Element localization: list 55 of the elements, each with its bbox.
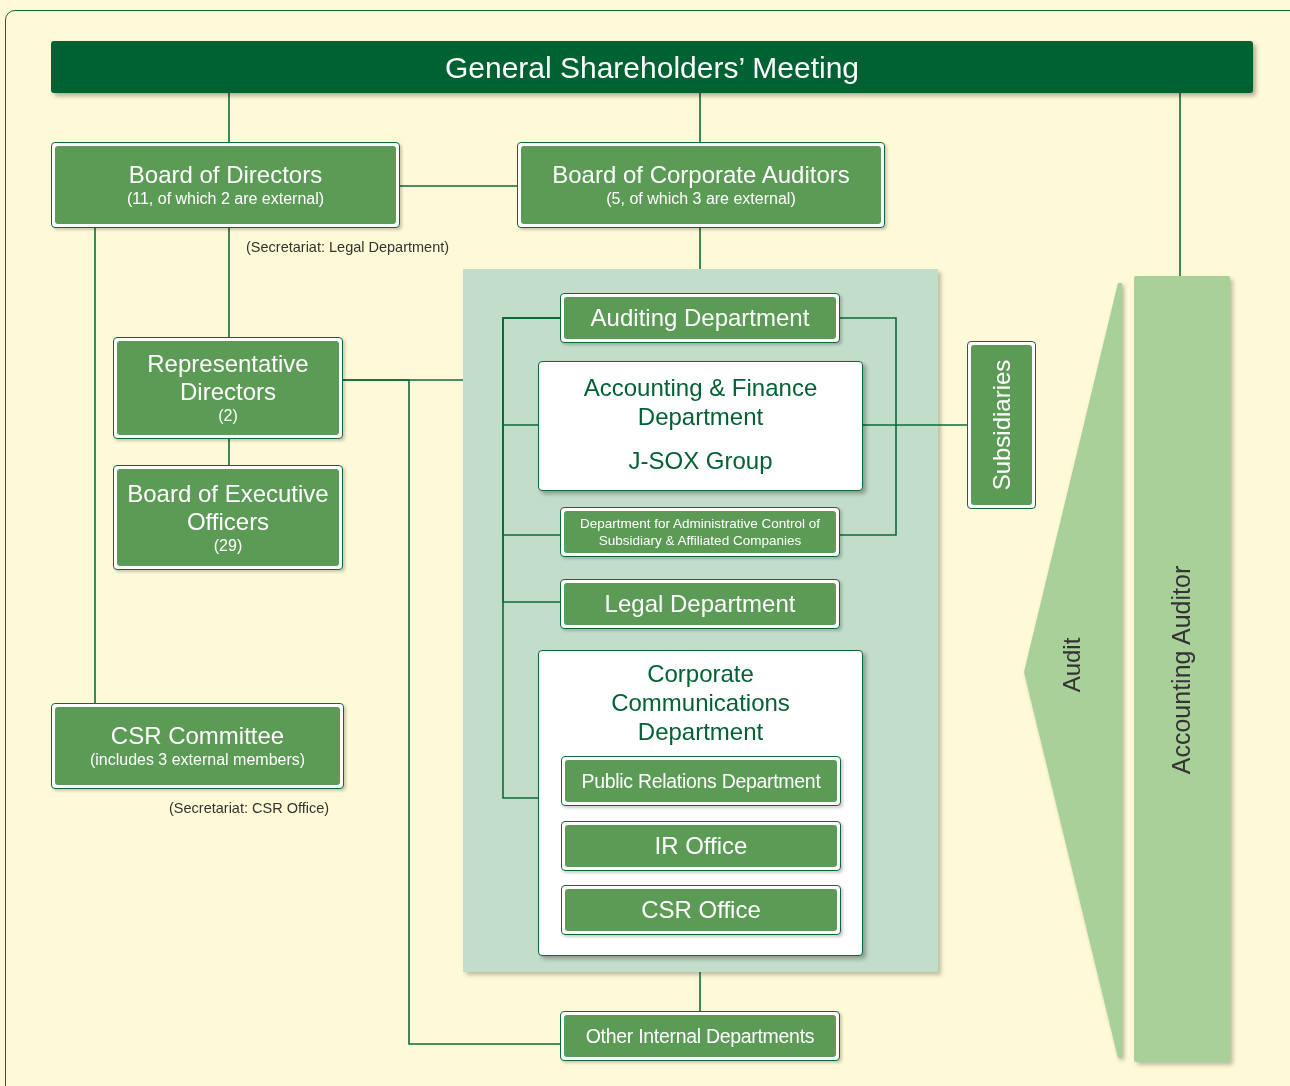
box-title: IR Office (654, 831, 748, 861)
org-box (561, 821, 841, 871)
connector-line (94, 227, 96, 704)
secretariat-note: (Secretariat: Legal Department) (246, 238, 450, 257)
org-box (517, 142, 885, 228)
org-box (560, 1011, 840, 1061)
box-title: General Shareholders’ Meeting (444, 49, 860, 86)
connector-line (342, 379, 561, 1045)
org-box (561, 756, 841, 806)
box-subtitle: (29) (213, 535, 243, 556)
box-title: Corporate Communications Department (610, 659, 791, 746)
connector-line (228, 227, 230, 338)
org-box (113, 337, 343, 439)
box-subtitle: (2) (218, 406, 238, 426)
connector-line (699, 971, 701, 1012)
connector-line (228, 92, 230, 143)
org-box (113, 465, 343, 570)
org-box (967, 341, 1036, 509)
box-subtitle: J-SOX Group (628, 446, 773, 476)
connector-line (399, 185, 518, 187)
box-title: Legal Department (604, 589, 796, 619)
box-subtitle: (5, of which 3 are external) (606, 189, 796, 209)
connector-line (699, 92, 701, 143)
audit-arrow (1024, 283, 1122, 1058)
org-box (560, 293, 840, 343)
org-box (560, 507, 840, 557)
box-title: Board of Corporate Auditors (552, 161, 850, 189)
auditor-bar (1134, 276, 1230, 1062)
secretariat-note: (Secretariat: CSR Office) (169, 799, 330, 818)
box-title: Subsidiaries (986, 359, 1016, 491)
org-box (560, 579, 840, 629)
box-title: Board of Directors (128, 161, 323, 189)
box-subtitle: (includes 3 external members) (89, 750, 306, 770)
connector-line (699, 227, 701, 270)
header-bar (51, 41, 1253, 93)
box-title: Other Internal Departments (585, 1023, 815, 1049)
box-title: CSR Committee (110, 722, 285, 750)
connector-line (862, 424, 968, 426)
box-title: Department for Administrative Control of Subsidiary & Affiliated Companies (578, 515, 822, 549)
box-title: Public Relations Department (581, 768, 821, 794)
org-box (538, 361, 863, 491)
department-panel (463, 269, 938, 972)
connector-line (1179, 92, 1181, 277)
connector-line (228, 438, 230, 466)
org-box (561, 885, 841, 935)
connector-line (839, 317, 897, 536)
box-subtitle: (11, of which 2 are external) (126, 189, 325, 209)
box-title: Accounting Auditor (1166, 565, 1197, 775)
box-title: Representative Directors (146, 350, 310, 406)
org-box (538, 650, 863, 956)
box-title: Auditing Department (590, 303, 810, 333)
edge-label: Audit (1057, 637, 1086, 693)
box-title: Board of Executive Officers (126, 479, 330, 536)
box-title: Accounting & Finance Department (582, 373, 819, 431)
box-title: CSR Office (641, 895, 761, 925)
